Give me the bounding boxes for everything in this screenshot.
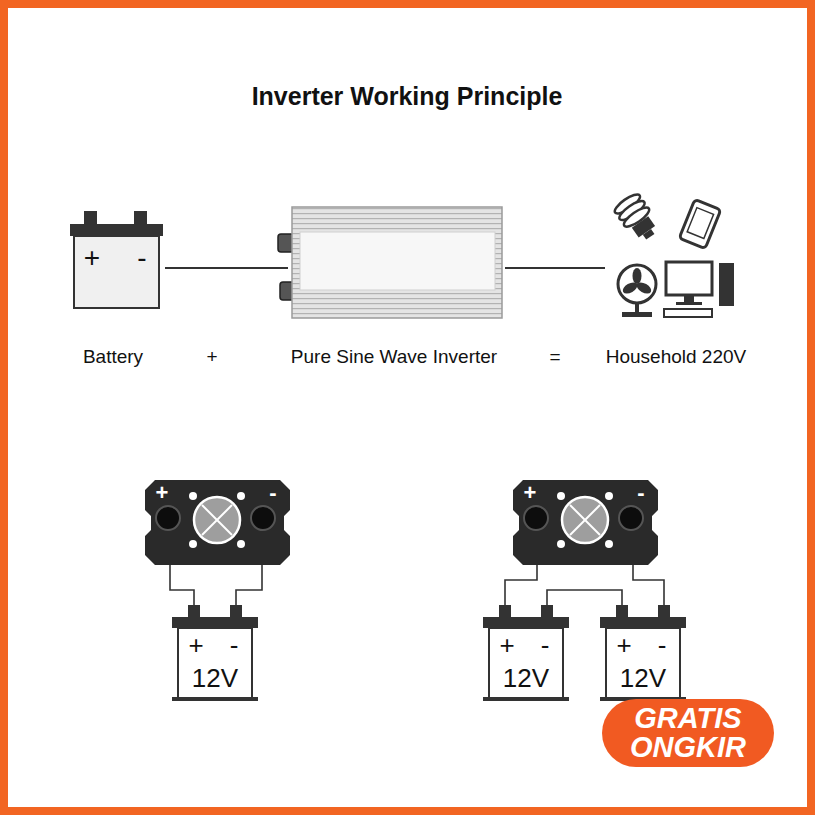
terminal — [251, 506, 275, 530]
battery-terminal — [134, 211, 147, 224]
fan-guard — [618, 265, 656, 303]
badge: GRATIS ONGKIR — [602, 699, 774, 767]
inverter-panel — [513, 480, 658, 565]
terminal-label: - — [658, 632, 667, 658]
battery-terminal — [188, 605, 200, 617]
battery-lid — [600, 617, 686, 628]
wire — [170, 565, 262, 605]
screw-dot — [189, 540, 197, 548]
cooling-fan — [194, 497, 240, 543]
phone-body — [679, 199, 721, 248]
caption-label: Household 220V — [606, 346, 747, 368]
terminal — [524, 506, 548, 530]
battery: + - 12V — [600, 605, 686, 702]
bulb-icon — [612, 191, 662, 245]
screw-dot — [189, 492, 197, 500]
fan-grill — [570, 505, 600, 535]
title: Inverter Working Principle — [252, 82, 563, 111]
screw-dot — [237, 540, 245, 548]
battery-base — [483, 697, 569, 701]
terminal-label: + — [156, 482, 169, 504]
page-frame — [4, 4, 811, 811]
monitor-stand — [684, 296, 694, 302]
battery-terminal — [541, 605, 553, 617]
caption-label: Pure Sine Wave Inverter — [291, 346, 497, 368]
fan-blade — [621, 280, 639, 296]
terminal-label: + — [84, 244, 100, 272]
wire — [633, 565, 664, 605]
terminal-label: + — [188, 632, 203, 658]
cooling-fan — [562, 497, 608, 543]
battery-body — [74, 236, 159, 308]
terminal-label: - — [230, 632, 239, 658]
screw-dot — [557, 492, 565, 500]
tower-icon — [719, 263, 734, 306]
terminal — [619, 506, 643, 530]
wire — [165, 267, 288, 269]
battery: + - 12V — [172, 605, 258, 702]
battery-base — [172, 697, 258, 701]
battery: +- — [70, 211, 163, 308]
battery-body — [178, 628, 252, 698]
monitor-icon — [666, 262, 712, 295]
terminal-label: + — [616, 632, 631, 658]
fan-grill — [202, 505, 232, 535]
fan-stand — [635, 303, 639, 312]
keyboard-icon — [664, 309, 712, 317]
battery-terminal — [230, 605, 242, 617]
fan-grill — [570, 505, 600, 535]
fan-blade — [635, 280, 653, 296]
caption-label: + — [206, 346, 217, 368]
screw-dot — [557, 540, 565, 548]
battery-body — [489, 628, 563, 698]
battery-terminal — [84, 211, 97, 224]
wire — [505, 565, 537, 605]
terminal-label: - — [137, 244, 146, 272]
inverter-panel — [300, 232, 495, 290]
battery-lid — [483, 617, 569, 628]
monitor-base — [676, 302, 702, 305]
terminal-label: 12V — [503, 665, 549, 691]
terminal-label: - — [541, 632, 550, 658]
terminal-label: 12V — [192, 665, 238, 691]
inverter-panel: +- — [145, 480, 290, 565]
terminal-label: + — [499, 632, 514, 658]
terminal-label: 12V — [620, 665, 666, 691]
terminal — [156, 506, 180, 530]
battery-lid — [70, 224, 163, 236]
screw-dot — [237, 492, 245, 500]
fan-base — [622, 312, 652, 317]
battery-lid — [172, 617, 258, 628]
wire — [547, 590, 622, 605]
terminal-label: - — [269, 482, 276, 504]
battery-body — [606, 628, 680, 698]
phone-icon — [679, 199, 721, 248]
caption-label: = — [549, 346, 560, 368]
phone-screen — [687, 208, 713, 239]
fan-grill — [202, 505, 232, 535]
caption-label: Battery — [83, 346, 143, 368]
battery-terminal — [658, 605, 670, 617]
battery-terminal — [499, 605, 511, 617]
inverter-panel — [145, 480, 290, 565]
fan-blade — [633, 268, 642, 284]
badge-text: GRATIS ONGKIR — [613, 704, 763, 762]
screw-dot — [605, 492, 613, 500]
screw-dot — [605, 540, 613, 548]
terminal-label: + — [524, 482, 537, 504]
battery-terminal — [616, 605, 628, 617]
battery: + - 12V — [483, 605, 569, 702]
wire — [505, 267, 605, 269]
bulb-tip — [643, 229, 655, 240]
terminal-label: - — [637, 482, 644, 504]
inverter-housing — [292, 207, 502, 318]
inverter-panel: +- — [513, 480, 658, 565]
